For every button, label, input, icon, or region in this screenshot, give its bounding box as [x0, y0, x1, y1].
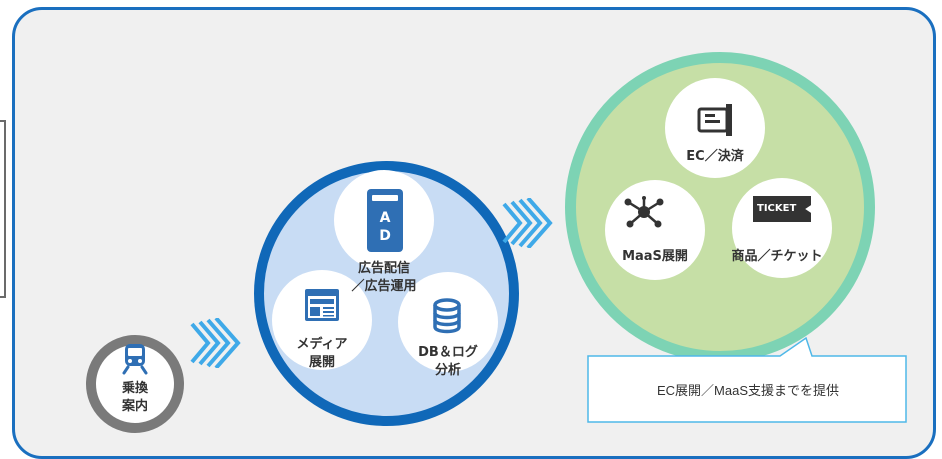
- stage1-label-2: 案内: [121, 399, 148, 414]
- db-label-1: DB＆ログ: [418, 345, 478, 360]
- media-label-2: 展開: [308, 355, 335, 370]
- ec-bubble: [665, 78, 765, 178]
- ad-icon-letter-d: D: [379, 228, 391, 244]
- network-icon: [624, 196, 664, 228]
- db-label-2: 分析: [434, 363, 461, 378]
- ticket-label: 商品／チケット: [731, 249, 823, 264]
- left-panel-edge: [0, 120, 6, 298]
- webpage-icon: [305, 289, 339, 321]
- flow-arrow-1: [190, 318, 241, 368]
- ec-label: EC／決済: [686, 149, 744, 164]
- maas-bubble: [605, 180, 705, 280]
- train-icon: [122, 344, 148, 375]
- ticket-icon-text: TICKET: [757, 203, 797, 214]
- card-reader-icon: [697, 104, 732, 136]
- ad-label-2: ／広告運用: [351, 279, 417, 294]
- ticket-bubble: [732, 178, 832, 278]
- media-label-1: メディア: [296, 337, 348, 352]
- database-icon: [433, 298, 461, 334]
- db-bubble: [398, 272, 498, 372]
- maas-label: MaaS展開: [622, 249, 688, 264]
- ad-label-1: 広告配信: [357, 261, 410, 276]
- ad-banner-icon: A D: [367, 189, 403, 252]
- flow-arrow-2: [502, 198, 553, 248]
- ad-icon-letter-a: A: [379, 210, 391, 226]
- stage1-label-1: 乗換: [121, 381, 148, 396]
- callout-box: [587, 336, 907, 423]
- ticket-icon: TICKET: [753, 196, 811, 222]
- callout-text: EC展開／MaaS支援までを提供: [656, 382, 840, 398]
